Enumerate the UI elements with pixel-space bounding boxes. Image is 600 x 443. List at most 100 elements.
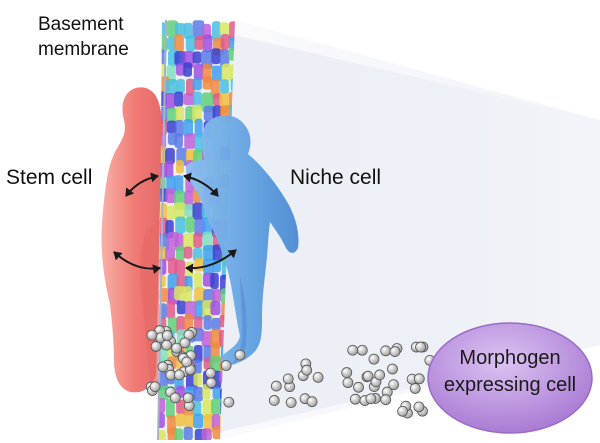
mosaic-cell xyxy=(212,288,222,303)
mosaic-cell xyxy=(184,414,194,430)
arrow-lower-right xyxy=(185,249,237,274)
morphogen-particle xyxy=(223,396,235,408)
morphogen-particle xyxy=(205,367,217,379)
mosaic-cell xyxy=(174,259,186,277)
morphogen-particle xyxy=(380,345,392,357)
mosaic-cell xyxy=(166,300,176,319)
mosaic-cell xyxy=(193,373,203,386)
mosaic-cell xyxy=(193,258,205,272)
mosaic-cell xyxy=(193,344,203,363)
morphogen-particle xyxy=(149,381,161,393)
morphogen-expressing-cell xyxy=(427,322,593,434)
mosaic-cell xyxy=(183,22,193,40)
mosaic-cell xyxy=(194,134,205,153)
morphogen-label-line1: Morphogen xyxy=(459,347,561,369)
arrow-upper-right xyxy=(183,172,219,197)
mosaic-cell xyxy=(211,65,223,82)
mosaic-cell xyxy=(202,76,213,90)
mosaic-cell xyxy=(201,331,213,348)
mosaic-cell xyxy=(166,79,178,96)
mosaic-cell xyxy=(203,34,213,53)
mosaic-cell xyxy=(201,428,212,440)
morphogen-particle xyxy=(341,367,353,378)
morphogen-particle xyxy=(270,380,282,392)
mosaic-cell xyxy=(212,21,221,42)
mosaic-cell xyxy=(175,216,186,234)
mosaic-cell xyxy=(229,21,235,41)
morphogen-particle xyxy=(181,356,193,368)
mosaic-cell xyxy=(166,120,177,134)
morphogen-particle xyxy=(171,342,182,354)
morphogen-particle xyxy=(161,330,173,341)
mosaic-cell xyxy=(221,63,232,82)
morphogen-particle xyxy=(388,379,400,391)
morphogen-particle xyxy=(362,370,374,382)
morphogen-particle xyxy=(179,337,191,349)
mosaic-cell xyxy=(203,414,215,433)
arrow-lower-left xyxy=(113,251,161,275)
mosaic-cell xyxy=(175,160,185,174)
morphogen-particle xyxy=(409,383,421,394)
morphogen-particle xyxy=(353,381,364,393)
morphogen-particle xyxy=(282,373,294,385)
mosaic-cell xyxy=(192,78,202,91)
morphogen-particle xyxy=(349,393,361,405)
mosaic-cell xyxy=(210,356,223,373)
mosaic-cell xyxy=(185,216,195,233)
mosaic-cell xyxy=(174,286,186,301)
morphogen-particle xyxy=(312,371,324,383)
mosaic-cell xyxy=(194,219,206,237)
morphogen-particle xyxy=(365,393,377,405)
stem-cell-label: Stem cell xyxy=(6,166,93,189)
mosaic-cell xyxy=(194,316,203,331)
morphogen-particle xyxy=(169,392,181,404)
mosaic-cell xyxy=(184,133,196,149)
mosaic-cell xyxy=(167,36,176,51)
mosaic-cell xyxy=(211,317,221,331)
morphogen-particle xyxy=(301,364,313,376)
mosaic-cell xyxy=(185,78,195,97)
morphogen-particle xyxy=(342,377,354,389)
mosaic-cell xyxy=(228,48,235,61)
morphogen-particle xyxy=(268,395,280,406)
morphogen-particle xyxy=(368,353,380,365)
basement-label-line1: Basement xyxy=(38,14,124,35)
morphogen-particle xyxy=(397,405,408,417)
interaction-arrows xyxy=(113,172,237,275)
mosaic-cell xyxy=(158,22,166,37)
mosaic-cell xyxy=(174,34,184,52)
mosaic-cell xyxy=(210,272,219,289)
morphogen-cell-label: Morphogen expressing cell xyxy=(430,345,590,399)
mosaic-cell xyxy=(176,246,185,261)
arrow-upper-left xyxy=(125,172,159,197)
morphogen-particle xyxy=(150,341,162,352)
mosaic-cell xyxy=(174,133,183,148)
mosaic-cell xyxy=(194,300,205,320)
morphogen-particle xyxy=(234,349,246,361)
morphogen-particle xyxy=(285,397,297,408)
mosaic-cell xyxy=(183,92,195,106)
mosaic-cell xyxy=(212,387,221,400)
mosaic-cell xyxy=(174,91,184,107)
mosaic-cell xyxy=(176,300,187,315)
mosaic-cell xyxy=(165,247,176,261)
mosaic-cell xyxy=(183,119,193,137)
morphogen-particle xyxy=(161,339,173,351)
morphogen-particle xyxy=(356,344,368,356)
mosaic-cell xyxy=(183,233,195,249)
morphogen-particle xyxy=(389,346,401,357)
morphogen-particle xyxy=(146,329,158,341)
mosaic-cell xyxy=(166,205,176,220)
mosaic-cell xyxy=(175,106,185,122)
morphogen-particle xyxy=(387,363,398,375)
morphogen-particle xyxy=(413,401,425,413)
mosaic-cell xyxy=(211,413,221,430)
basement-membrane-label: Basement membrane xyxy=(38,12,129,62)
mosaic-cell xyxy=(175,119,184,137)
mosaic-cell xyxy=(192,20,205,40)
morphogen-particle xyxy=(157,361,169,373)
mosaic-cell xyxy=(183,286,192,305)
mosaic-cell xyxy=(193,413,204,429)
mosaic-cell xyxy=(203,105,216,122)
morphogen-particle xyxy=(173,369,185,381)
